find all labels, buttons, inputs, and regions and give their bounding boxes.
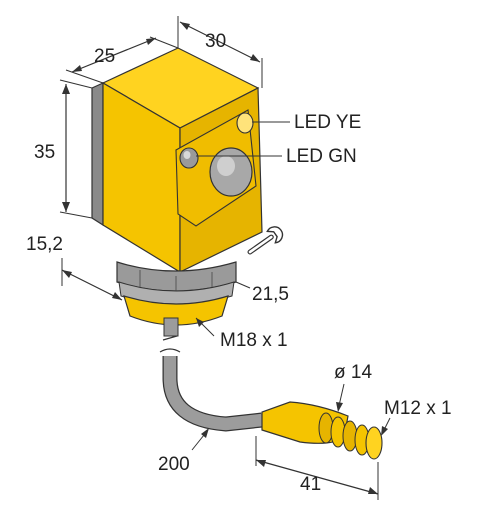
arrow-25-b (146, 38, 156, 45)
arrow-41-a (256, 460, 266, 467)
cable-break-mark (159, 348, 181, 353)
connector-grip (318, 412, 383, 460)
dimline-30 (179, 21, 261, 63)
housing-side-plate (91, 82, 104, 227)
arrow-30-b (250, 54, 260, 62)
label-led-gn: LED GN (286, 146, 357, 167)
arrow-30-a (180, 22, 190, 30)
label-thread-m18: M18 x 1 (220, 330, 288, 351)
arrow-dia-14 (336, 402, 343, 412)
label-diameter-14: ø 14 (334, 362, 372, 383)
arrow-15-2-b (112, 292, 122, 300)
ext-35-bottom (59, 211, 93, 219)
label-dim-25: 25 (94, 46, 115, 67)
label-dim-30: 30 (205, 31, 226, 52)
threaded-cap (123, 295, 229, 326)
label-dim-41: 41 (300, 474, 321, 495)
cable-fill (163, 356, 263, 431)
dimline-41 (255, 459, 379, 495)
led-green-highlight (183, 151, 191, 159)
cable-break-mark-2 (162, 335, 178, 341)
label-led-ye: LED YE (294, 112, 361, 133)
label-cable-200: 200 (158, 454, 190, 475)
led-yellow (236, 112, 254, 134)
ext-35-top (59, 79, 93, 89)
dimline-25 (71, 37, 157, 73)
arrow-35-a (62, 84, 70, 94)
label-dim-21-5: 21,5 (252, 284, 289, 305)
arrow-200 (201, 428, 209, 438)
ext-25-left (65, 69, 104, 84)
label-thread-m12: M12 x 1 (384, 398, 452, 419)
arrow-35-b (62, 202, 70, 212)
dimline-15-2 (61, 269, 123, 301)
arrow-25-a (72, 65, 82, 72)
wrench-icon (247, 226, 284, 255)
leader-21-5 (235, 281, 251, 289)
label-dim-15-2: 15,2 (26, 234, 63, 255)
arrow-41-b (368, 487, 378, 494)
arrow-m18 (196, 318, 204, 327)
lens-highlight (217, 156, 235, 176)
arrow-m12 (381, 426, 388, 436)
cable-top-segment (163, 317, 179, 337)
arrow-15-2-a (62, 270, 72, 278)
label-dim-35: 35 (34, 142, 55, 163)
